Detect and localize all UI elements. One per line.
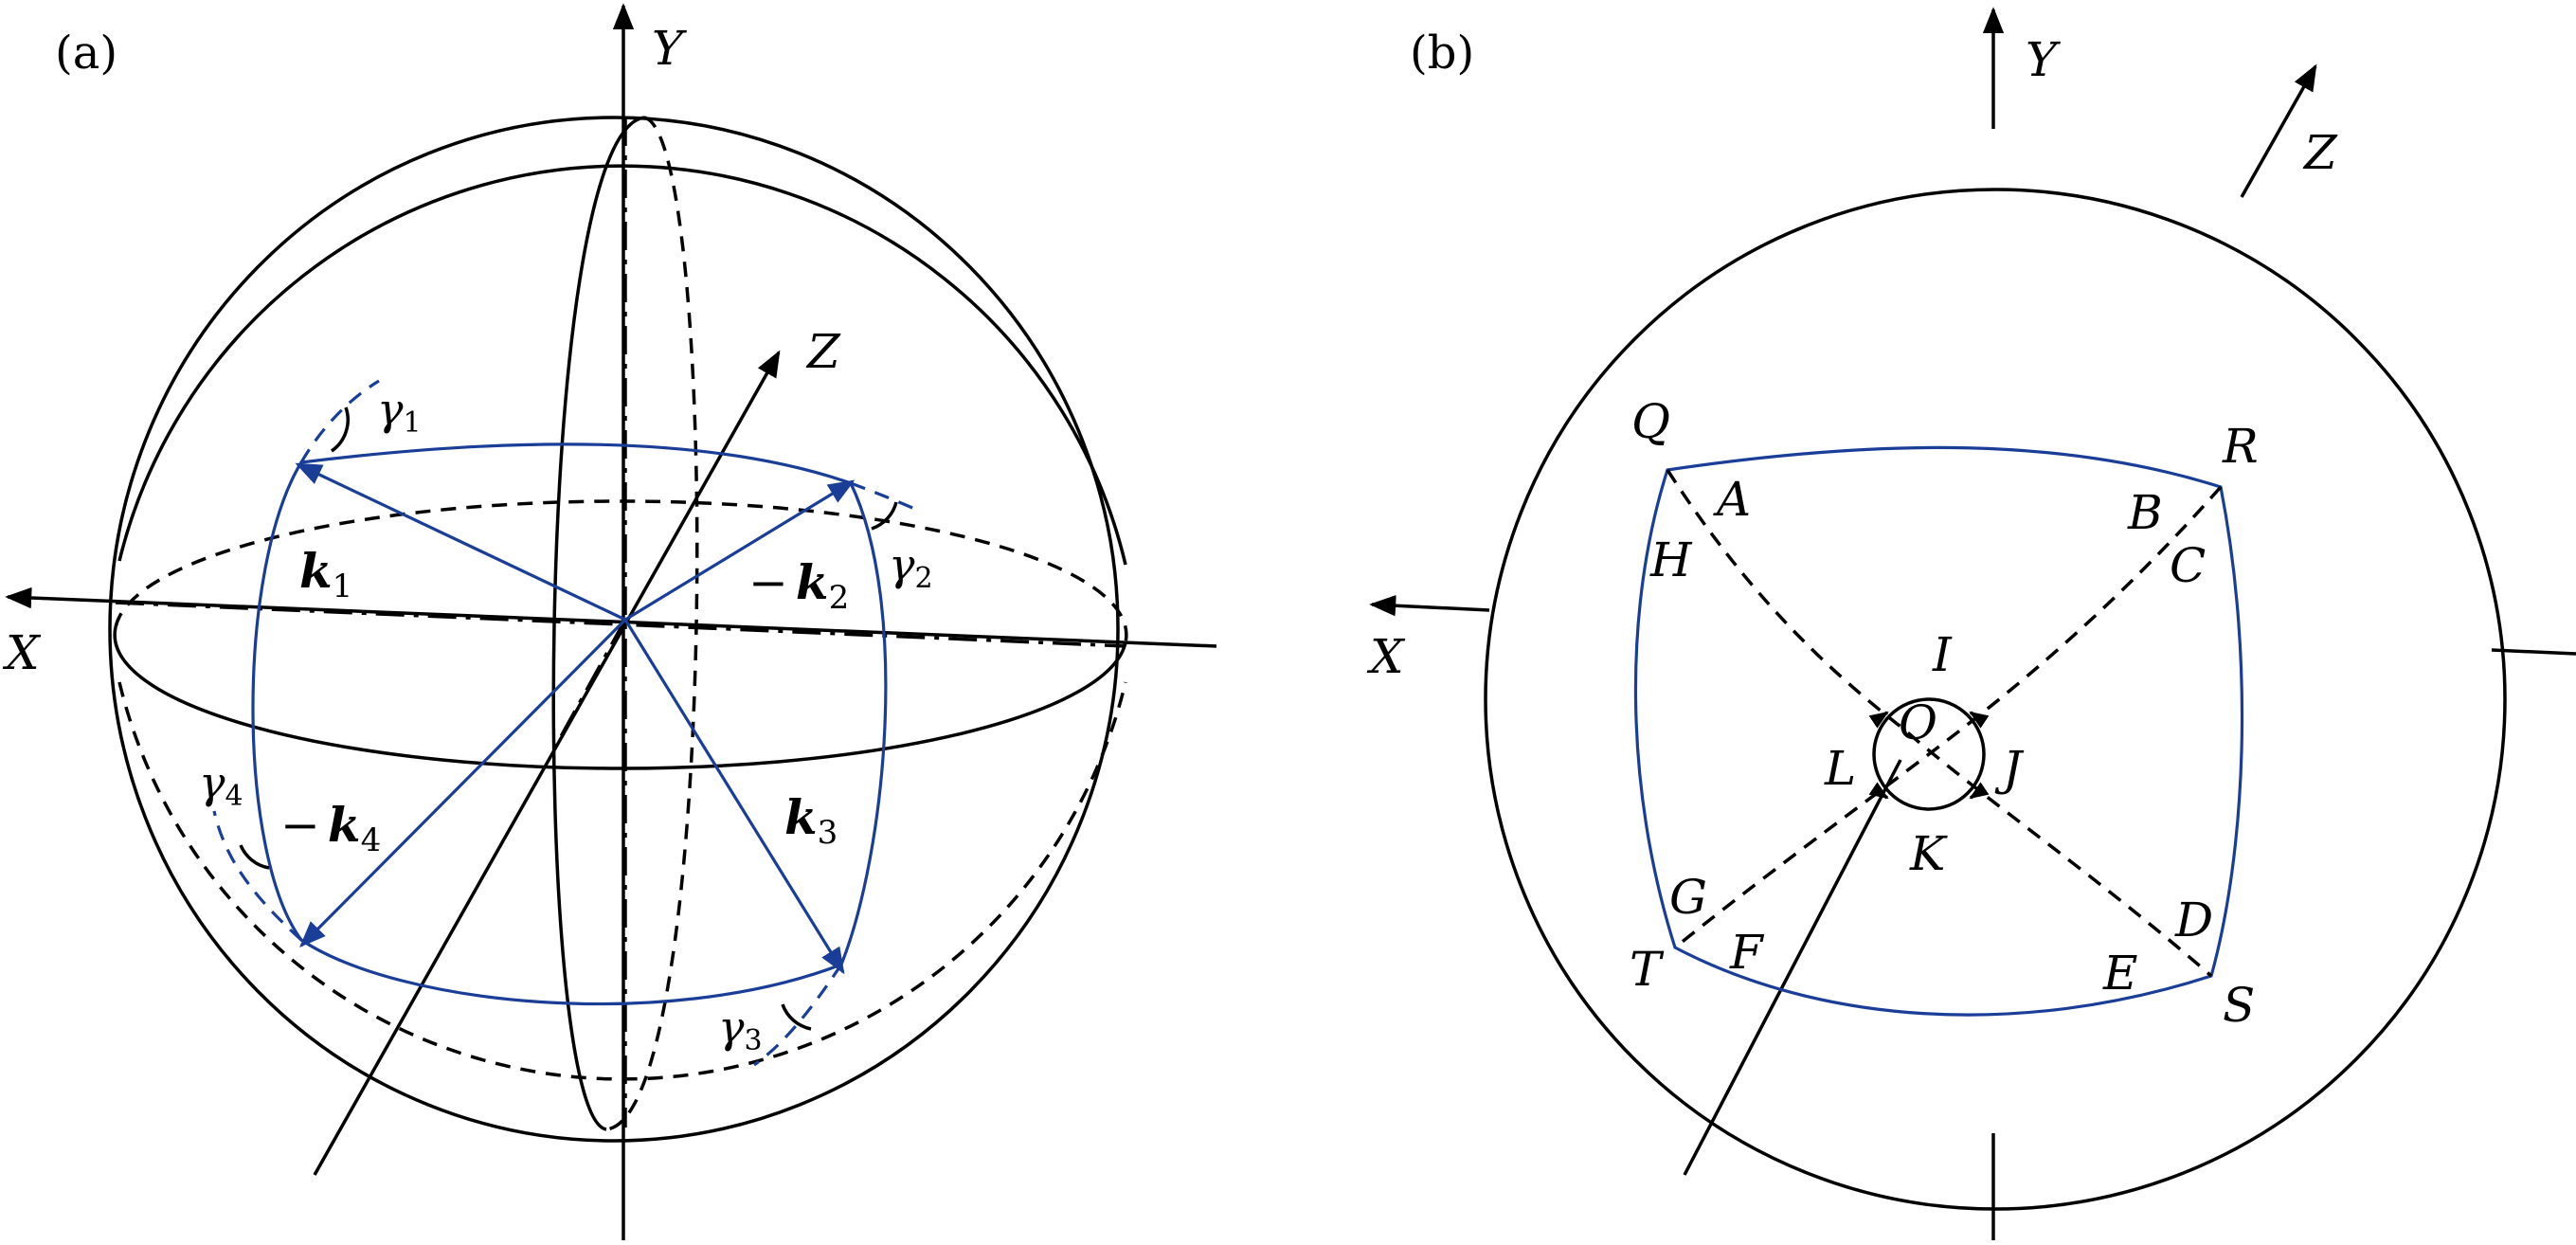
sphere-outline [108, 116, 1120, 1143]
z-axis-interior [552, 619, 627, 749]
label-H: H [1649, 532, 1693, 587]
label-gamma3: γ3 [718, 1001, 763, 1057]
z-axis-line [1683, 759, 1902, 1176]
label-k3: k3 [784, 789, 838, 852]
panel-b-label: (b) [1410, 27, 1474, 80]
axis-y-label: Y [652, 21, 687, 76]
label-C: C [2170, 538, 2206, 593]
meridian-front [551, 116, 645, 1131]
loop-circle [1872, 697, 1986, 811]
label-Q: Q [1631, 394, 1670, 449]
axis-x-label-b: X [1366, 629, 1406, 684]
label-K: K [1909, 826, 1948, 881]
vector-minus-k4 [299, 618, 627, 947]
arrow-J-lower [1969, 782, 1990, 800]
label-E: E [2102, 946, 2138, 1001]
axis-y-label-b: Y [2026, 32, 2061, 87]
z-axis [313, 350, 781, 1176]
label-gamma1: γ1 [377, 384, 422, 440]
panel-a: (a) Y [2, 3, 1217, 1240]
label-gamma4: γ4 [199, 757, 243, 813]
vector-k3 [623, 619, 845, 975]
gamma4-tangent [212, 810, 303, 942]
projection-circle [1484, 188, 2507, 1211]
vector-minus-k2 [624, 479, 856, 622]
label-D: D [2174, 893, 2213, 947]
label-gamma2: γ2 [889, 539, 933, 595]
equator-back-dashed [114, 499, 1128, 643]
gamma1-arc [330, 406, 350, 453]
label-A: A [1713, 472, 1751, 527]
axis-x-label: X [2, 625, 42, 680]
label-I: I [1932, 627, 1953, 682]
label-minus-k4: −k4 [280, 797, 381, 859]
gamma2-tangent [850, 481, 922, 514]
label-k1: k1 [299, 543, 352, 605]
label-T: T [1630, 942, 1665, 997]
diagonal-QS [1666, 469, 2213, 978]
arrow-L-lower [1868, 782, 1889, 800]
x-axis-stub-right [2491, 648, 2576, 656]
label-R: R [2222, 419, 2259, 474]
gamma1-tangent [299, 379, 380, 463]
arrow-J-upper [1969, 711, 1990, 729]
panel-b: (b) Y X Z Q R S T A B C D E [1366, 7, 2576, 1240]
x-axis-stub [1369, 595, 1490, 617]
axis-z-label: Z [805, 324, 841, 379]
gamma3-arc [781, 1003, 812, 1031]
label-O: O [1899, 695, 1937, 750]
label-J: J [1994, 741, 2025, 796]
label-minus-k2: −k2 [748, 554, 849, 617]
x-axis-interior [115, 601, 1126, 648]
gamma4-arc [239, 844, 270, 870]
label-F: F [1729, 925, 1765, 980]
label-G: G [1669, 870, 1707, 925]
panel-a-label: (a) [55, 27, 117, 80]
equator-front [113, 626, 1127, 770]
gamma2-arc [871, 501, 898, 531]
diagonal-RT [1673, 485, 2223, 949]
vector-k1 [295, 462, 626, 622]
axis-z-label-b: Z [2302, 125, 2338, 180]
label-B: B [2127, 485, 2163, 540]
arrow-L-upper [1868, 711, 1889, 729]
label-S: S [2223, 978, 2255, 1033]
label-L: L [1824, 741, 1856, 796]
z-axis-stub [2240, 63, 2317, 198]
